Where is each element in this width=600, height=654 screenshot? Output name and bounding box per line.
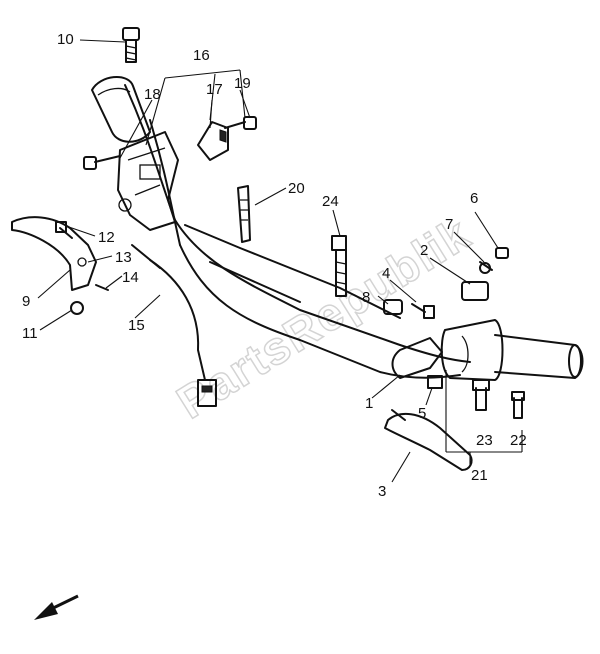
screw-18 (83, 155, 121, 170)
callout-20: 20 (288, 180, 305, 197)
callout-17: 17 (206, 81, 223, 98)
switch-part-24 (331, 235, 347, 297)
callout-5: 5 (418, 405, 426, 422)
callout-12: 12 (98, 229, 115, 246)
screw-19 (224, 116, 257, 130)
callout-6: 6 (470, 190, 478, 207)
callout-16: 16 (193, 47, 210, 64)
group-bracket-21 (445, 370, 523, 465)
leader-lines (37, 39, 499, 483)
switch-cable (131, 244, 217, 407)
callout-11: 11 (22, 325, 38, 342)
left-switch-housing (117, 131, 179, 231)
callout-15: 15 (128, 317, 145, 334)
callout-7: 7 (445, 216, 453, 233)
callout-19: 19 (234, 75, 251, 92)
callout-2: 2 (420, 242, 428, 259)
right-lever (384, 337, 473, 471)
callout-3: 3 (378, 483, 386, 500)
screw-10 (122, 27, 140, 63)
right-switch-housing (440, 319, 584, 381)
callout-22: 22 (510, 432, 527, 449)
callout-18: 18 (144, 86, 161, 103)
callout-14: 14 (122, 269, 139, 286)
right-hardware (383, 247, 525, 419)
callout-24: 24 (322, 193, 339, 210)
left-lever (11, 216, 109, 315)
callout-13: 13 (115, 249, 132, 266)
callout-10: 10 (57, 31, 74, 48)
callout-4: 4 (382, 265, 390, 282)
left-grip (91, 76, 151, 143)
handlebar (124, 84, 471, 379)
direction-arrow-icon (34, 594, 79, 620)
group-bracket-16 (145, 69, 246, 146)
callout-8: 8 (362, 289, 370, 306)
callout-23: 23 (476, 432, 493, 449)
clamp-part (197, 121, 229, 161)
callout-9: 9 (22, 293, 30, 310)
callout-21: 21 (471, 467, 488, 484)
callout-labels: 1 2 3 4 5 6 7 8 9 10 11 12 13 14 15 16 1… (22, 31, 527, 500)
switch-part-20 (237, 185, 251, 243)
callout-1: 1 (365, 395, 373, 412)
